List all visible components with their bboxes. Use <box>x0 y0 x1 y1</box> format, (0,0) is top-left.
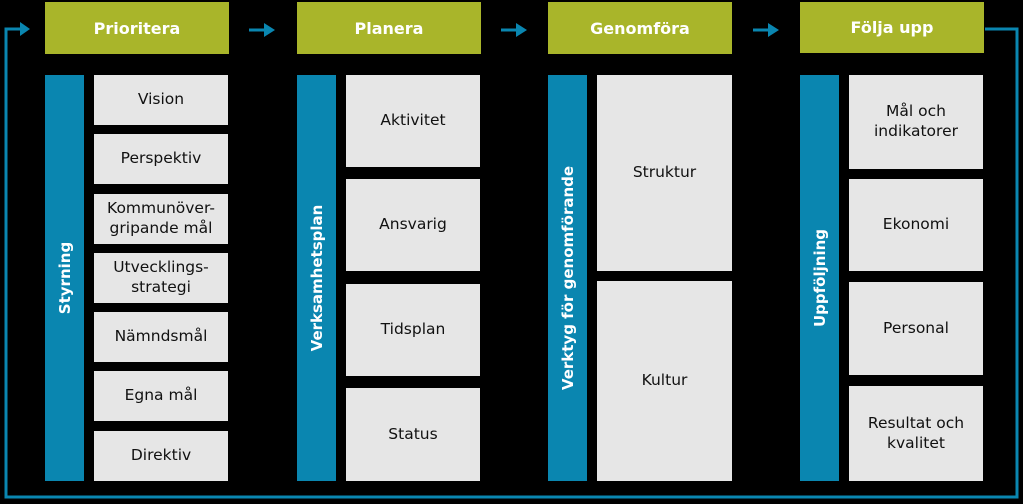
step-header-folja-upp: Följa upp <box>800 2 984 53</box>
feedback-loop-line <box>4 27 1019 499</box>
item-box: Personal <box>849 282 983 375</box>
step-arrow-3-icon <box>753 23 779 37</box>
feedback-loop-arrowhead-icon <box>20 22 30 36</box>
item-box: Ekonomi <box>849 179 983 271</box>
step-header-prioritera: Prioritera <box>45 2 229 54</box>
side-bar-label: Uppföljning <box>810 228 829 328</box>
item-box: Aktivitet <box>346 75 480 167</box>
step-header-genomfora: Genomföra <box>548 2 732 54</box>
side-bar-verksamhetsplan: Verksamhetsplan <box>297 75 336 481</box>
item-box: Kultur <box>597 281 732 481</box>
item-box: Vision <box>94 75 228 125</box>
step-arrow-1-icon <box>249 23 275 37</box>
step-header-planera: Planera <box>297 2 481 54</box>
side-bar-label: Verktyg för genomförande <box>558 165 577 391</box>
side-bar-uppfoljning: Uppföljning <box>800 75 839 481</box>
item-box: Resultat och kvalitet <box>849 386 983 481</box>
item-box: Egna mål <box>94 371 228 421</box>
item-box: Utvecklings- strategi <box>94 253 228 303</box>
side-bar-styrning: Styrning <box>45 75 84 481</box>
item-box: Mål och indikatorer <box>849 75 983 169</box>
side-bar-label: Verksamhetsplan <box>307 204 326 352</box>
step-arrow-2-icon <box>501 23 527 37</box>
item-box: Status <box>346 388 480 481</box>
side-bar-verktyg: Verktyg för genomförande <box>548 75 587 481</box>
item-box: Tidsplan <box>346 284 480 376</box>
item-box: Kommunöver- gripande mål <box>94 194 228 244</box>
item-box: Nämndsmål <box>94 312 228 362</box>
item-box: Ansvarig <box>346 179 480 271</box>
item-box: Perspektiv <box>94 134 228 184</box>
item-box: Direktiv <box>94 431 228 481</box>
item-box: Struktur <box>597 75 732 271</box>
side-bar-label: Styrning <box>55 241 74 315</box>
